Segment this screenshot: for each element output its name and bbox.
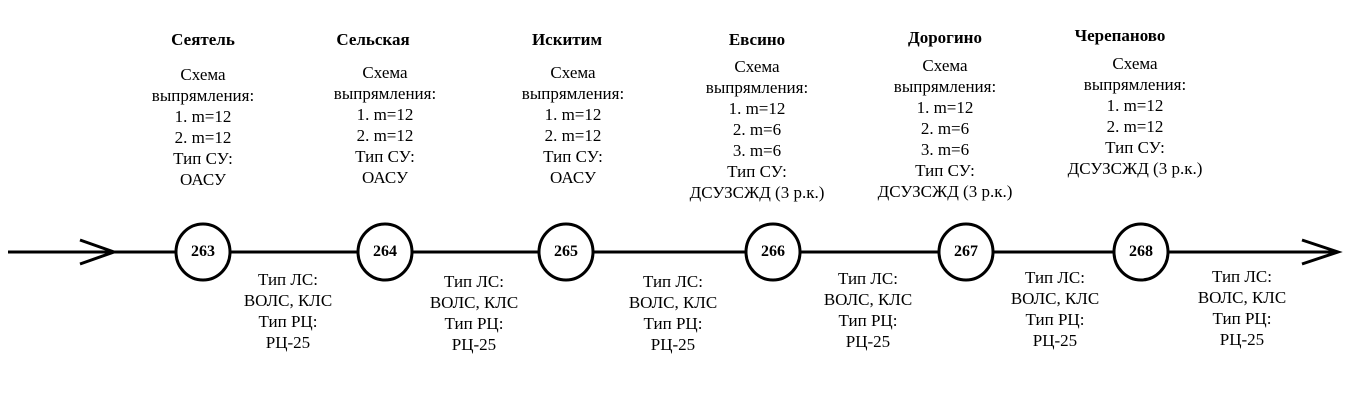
station-node-circle [937, 222, 995, 282]
direction-arrow-right [1301, 238, 1343, 266]
station-name: Сеятель [171, 30, 235, 49]
segment-info: Тип ЛС: ВОЛС, КЛС Тип РЦ: РЦ-25 [430, 271, 518, 355]
scheme-label: Схема [1112, 54, 1158, 73]
segment-rc-label: Тип РЦ: [444, 314, 504, 333]
segment-info: Тип ЛС: ВОЛС, КЛС Тип РЦ: РЦ-25 [1011, 267, 1099, 351]
station-number: 265 [554, 243, 578, 260]
scheme-label: Схема [922, 56, 968, 75]
rectifier-scheme: 2. m=12 [544, 126, 602, 145]
rectifier-scheme: 1. m=12 [916, 98, 974, 117]
su-type-label: Тип СУ: [173, 149, 233, 168]
su-type-label: Тип СУ: [355, 147, 415, 166]
scheme-label: выпрямления: [1083, 75, 1187, 94]
segment-rc: РЦ-25 [1032, 331, 1078, 350]
su-type-label: Тип СУ: [1105, 138, 1165, 157]
scheme-label: выпрямления: [151, 86, 255, 105]
station-number: 263 [191, 243, 215, 260]
station-name: Дорогино [908, 28, 982, 47]
segment-rc-label: Тип РЦ: [1212, 309, 1272, 328]
rectifier-scheme: 2. m=6 [920, 119, 970, 138]
segment-ls: ВОЛС, КЛС [628, 293, 718, 312]
su-type-value: ОАСУ [549, 168, 597, 187]
station-node-circle [356, 222, 414, 282]
rectifier-scheme: 1. m=12 [544, 105, 602, 124]
segment-ls-label: Тип ЛС: [1024, 268, 1085, 287]
su-type-value: ДСУЗСЖД (3 р.к.) [1067, 159, 1203, 178]
scheme-label: выпрямления: [705, 78, 809, 97]
rectifier-scheme: 1. m=12 [728, 99, 786, 118]
rectifier-scheme: 1. m=12 [356, 105, 414, 124]
station-name: Сельская [336, 30, 410, 49]
segment-rc: РЦ-25 [451, 335, 497, 354]
rectifier-scheme: 1. m=12 [1106, 96, 1164, 115]
su-type-label: Тип СУ: [915, 161, 975, 180]
station-name: Искитим [531, 30, 603, 49]
segment-ls-label: Тип ЛС: [1211, 267, 1272, 286]
station-node-circle [1112, 222, 1170, 282]
scheme-label: выпрямления: [333, 84, 437, 103]
segment-rc: РЦ-25 [845, 332, 891, 351]
scheme-label: Схема [362, 63, 408, 82]
segment-rc-label: Тип РЦ: [1025, 310, 1085, 329]
scheme-label: выпрямления: [893, 77, 997, 96]
segment-rc-label: Тип РЦ: [643, 314, 703, 333]
segment-ls: ВОЛС, КЛС [429, 293, 519, 312]
station-node-circle [537, 222, 595, 282]
rectifier-scheme: 2. m=12 [174, 128, 232, 147]
rectifier-scheme: 3. m=6 [732, 141, 782, 160]
station-name: Евсино [728, 30, 786, 49]
su-type-value: ДСУЗСЖД (3 р.к.) [689, 183, 825, 202]
segment-ls: ВОЛС, КЛС [1197, 288, 1287, 307]
segment-rc-label: Тип РЦ: [838, 311, 898, 330]
scheme-label: Схема [734, 57, 780, 76]
station-node-circle [174, 222, 232, 282]
rectifier-scheme: 3. m=6 [920, 140, 970, 159]
su-type-label: Тип СУ: [727, 162, 787, 181]
rectifier-scheme: 1. m=12 [174, 107, 232, 126]
scheme-label: выпрямления: [521, 84, 625, 103]
segment-rc: РЦ-25 [265, 333, 311, 352]
su-type-value: ОАСУ [179, 170, 227, 189]
scheme-label: Схема [550, 63, 596, 82]
direction-arrow-left [79, 238, 119, 266]
segment-info: Тип ЛС: ВОЛС, КЛС Тип РЦ: РЦ-25 [244, 269, 332, 353]
segment-info: Тип ЛС: ВОЛС, КЛС Тип РЦ: РЦ-25 [824, 268, 912, 352]
segment-ls: ВОЛС, КЛС [1010, 289, 1100, 308]
segment-ls: ВОЛС, КЛС [243, 291, 333, 310]
segment-info: Тип ЛС: ВОЛС, КЛС Тип РЦ: РЦ-25 [1198, 266, 1286, 350]
segment-ls-label: Тип ЛС: [642, 272, 703, 291]
station-name: Черепаново [1074, 26, 1166, 45]
segment-ls-label: Тип ЛС: [257, 270, 318, 289]
station-number: 266 [761, 243, 785, 260]
su-type-label: Тип СУ: [543, 147, 603, 166]
su-type-value: ОАСУ [361, 168, 409, 187]
segment-ls: ВОЛС, КЛС [823, 290, 913, 309]
segment-rc-label: Тип РЦ: [258, 312, 318, 331]
segment-ls-label: Тип ЛС: [443, 272, 504, 291]
segment-rc: РЦ-25 [650, 335, 696, 354]
station-number: 264 [373, 243, 397, 260]
station-number: 267 [954, 243, 978, 260]
su-type-value: ДСУЗСЖД (3 р.к.) [877, 182, 1013, 201]
rectifier-scheme: 2. m=12 [356, 126, 414, 145]
scheme-label: Схема [180, 65, 226, 84]
segment-rc: РЦ-25 [1219, 330, 1265, 349]
segment-info: Тип ЛС: ВОЛС, КЛС Тип РЦ: РЦ-25 [629, 271, 717, 355]
segment-ls-label: Тип ЛС: [837, 269, 898, 288]
station-number: 268 [1129, 243, 1153, 260]
rectifier-scheme: 2. m=6 [732, 120, 782, 139]
station-node-circle [744, 222, 802, 282]
rectifier-scheme: 2. m=12 [1106, 117, 1164, 136]
